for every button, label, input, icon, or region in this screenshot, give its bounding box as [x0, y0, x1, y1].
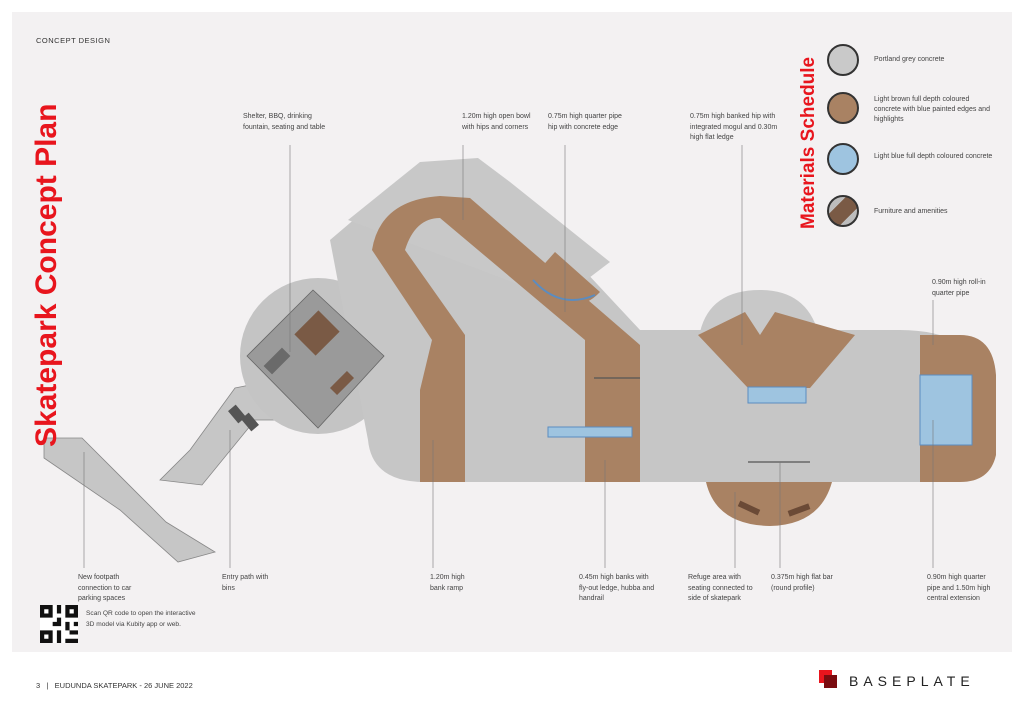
annotation-shelter: Shelter, BBQ, drinking fountain, seating…: [243, 113, 326, 131]
brand-name: BASEPLATE: [849, 673, 975, 689]
flat-ledge: [747, 386, 807, 404]
page-title: Skatepark Concept Plan: [30, 103, 63, 447]
bbq: [263, 347, 291, 375]
footer: [12, 652, 1012, 712]
section-header: CONCEPT DESIGN: [36, 36, 111, 45]
material-label: Furniture and amenities: [874, 208, 948, 215]
annotation-qp-hip: 0.75m high quarter pipe hip with concret…: [548, 113, 622, 131]
refuge-bench: [787, 503, 811, 517]
fly-out-ledge: [547, 426, 633, 438]
qr-code-icon[interactable]: [40, 605, 78, 643]
material-label: Portland grey concrete: [874, 56, 945, 63]
central-extension: [919, 374, 973, 446]
material-swatch-grey: [827, 44, 859, 76]
qp-blue-edge: [532, 279, 596, 301]
refuge-area: [706, 482, 832, 526]
bin: [228, 404, 246, 424]
annotation-rollin: 0.90m high roll-in quarter pipe: [932, 279, 986, 297]
material-label: Light brown full depth coloured concrete…: [874, 96, 990, 123]
bin: [241, 412, 259, 432]
annotation-flatbar: 0.375m high flat bar (round profile): [771, 574, 833, 592]
annotation-footpath: New footpath connection to car parking s…: [78, 574, 132, 602]
footer-info: 3 | EUDUNDA SKATEPARK - 26 JUNE 2022: [36, 681, 193, 690]
project-name: EUDUNDA SKATEPARK - 26 JUNE 2022: [54, 681, 193, 690]
materials-title: Materials Schedule: [798, 56, 819, 229]
baseplate-logo-icon: [819, 670, 837, 688]
banked-hip: [698, 312, 855, 388]
leader-lines: [83, 145, 934, 568]
annotation-refuge: Refuge area with seating connected to si…: [688, 574, 753, 602]
footer-separator: |: [46, 681, 49, 690]
material-swatch-blue: [827, 143, 859, 175]
annotation-banked-hip: 0.75m high banked hip with integrated mo…: [690, 113, 778, 141]
annotation-bank-ramp: 1.20m high bank ramp: [430, 574, 465, 592]
material-label: Light blue full depth coloured concrete: [874, 153, 993, 160]
qr-instructions: Scan QR code to open the interactive 3D …: [86, 610, 196, 628]
annotation-quarter: 0.90m high quarter pipe and 1.50m high c…: [927, 574, 991, 602]
annotation-bowl: 1.20m high open bowl with hips and corne…: [462, 113, 531, 131]
bench: [329, 370, 355, 396]
annotation-entry: Entry path with bins: [222, 574, 269, 592]
footpath: [43, 437, 217, 563]
annotation-banks: 0.45m high banks with fly-out ledge, hub…: [579, 574, 655, 602]
table: [294, 310, 340, 356]
material-swatch-brown: [827, 92, 859, 124]
page-number: 3: [36, 681, 41, 690]
bowl-coping: [372, 196, 640, 482]
refuge-bench: [737, 500, 761, 516]
material-swatch-furniture: [827, 195, 859, 227]
shelter-roof: [246, 289, 385, 429]
